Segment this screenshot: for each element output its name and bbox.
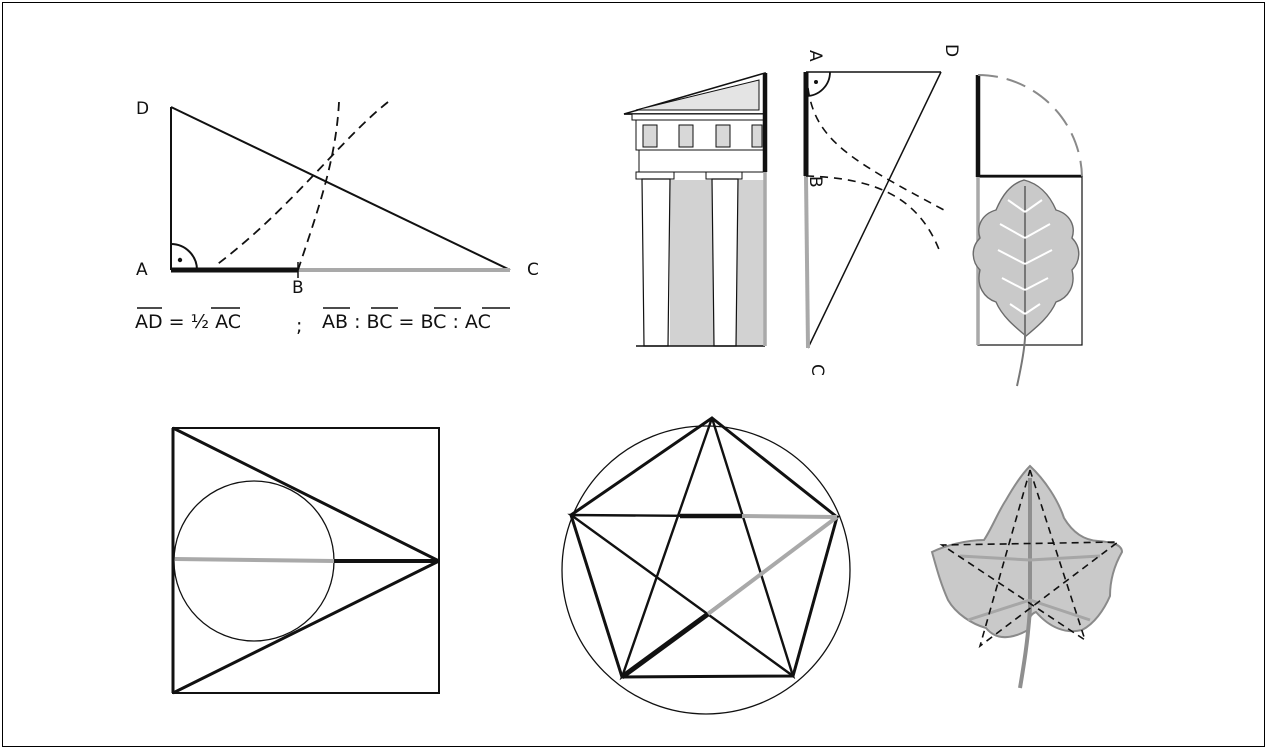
segment-dc [807,71,942,349]
temple-facade [623,72,768,347]
arc-to-b [805,175,941,253]
triglyph [642,124,658,148]
label-a: A [136,260,148,280]
label-d: D [136,99,149,119]
golden-section-construction: D A B C AD = ½ AC ; AB : BC = BC : AC [135,99,539,337]
arc-from-d [807,87,945,211]
segment-bc-gray [804,175,810,349]
circumscribed-circle [561,425,851,715]
label-b: B [292,278,304,298]
circle-triangle-square [171,426,440,695]
vertical-construction: A B C D [803,44,961,376]
label-b-rotated: B [805,176,825,188]
arc-from-d [214,101,389,267]
pentagon [569,416,839,679]
formula-separator: ; [296,315,302,337]
triglyph [715,124,731,148]
label-c: C [527,260,539,280]
segment-gray-diagonal [706,515,839,616]
right-angle-dot [814,80,818,84]
dashed-pentagram [939,469,1121,649]
triglyph [751,124,763,148]
segment-black-lower [620,611,710,680]
pentagram [561,416,851,715]
oak-leaf-rectangle [972,74,1083,387]
label-d-rotated: D [941,44,961,57]
triangle-lower-side [172,559,440,695]
column-left [641,178,671,347]
segment-gray-top [741,514,838,519]
triangle-upper-side [172,426,440,563]
right-angle-dot [177,257,183,263]
leaf-veins [997,199,1053,315]
formula-ratio: AB : BC = BC : AC [322,311,491,333]
label-c-rotated: C [807,364,827,376]
label-a-rotated: A [805,50,825,62]
diameter-gray [174,557,335,563]
column-middle [711,178,739,347]
ivy-veins [959,554,1101,622]
capital [705,171,743,180]
right-angle-mark [170,243,198,271]
arc-to-b [297,101,340,271]
formula-ad-ac: AD = ½ AC [135,311,241,333]
architrave [638,149,766,173]
leaf-midrib-stem [1016,186,1026,387]
quarter-arc [977,74,1083,178]
cornice [631,113,766,121]
pediment-tympanum [635,79,760,111]
capital [635,171,675,180]
ivy-leaf-pentagram [930,464,1124,689]
triglyph [678,124,694,148]
segment-dc [170,106,511,271]
right-angle-mark [805,71,831,97]
